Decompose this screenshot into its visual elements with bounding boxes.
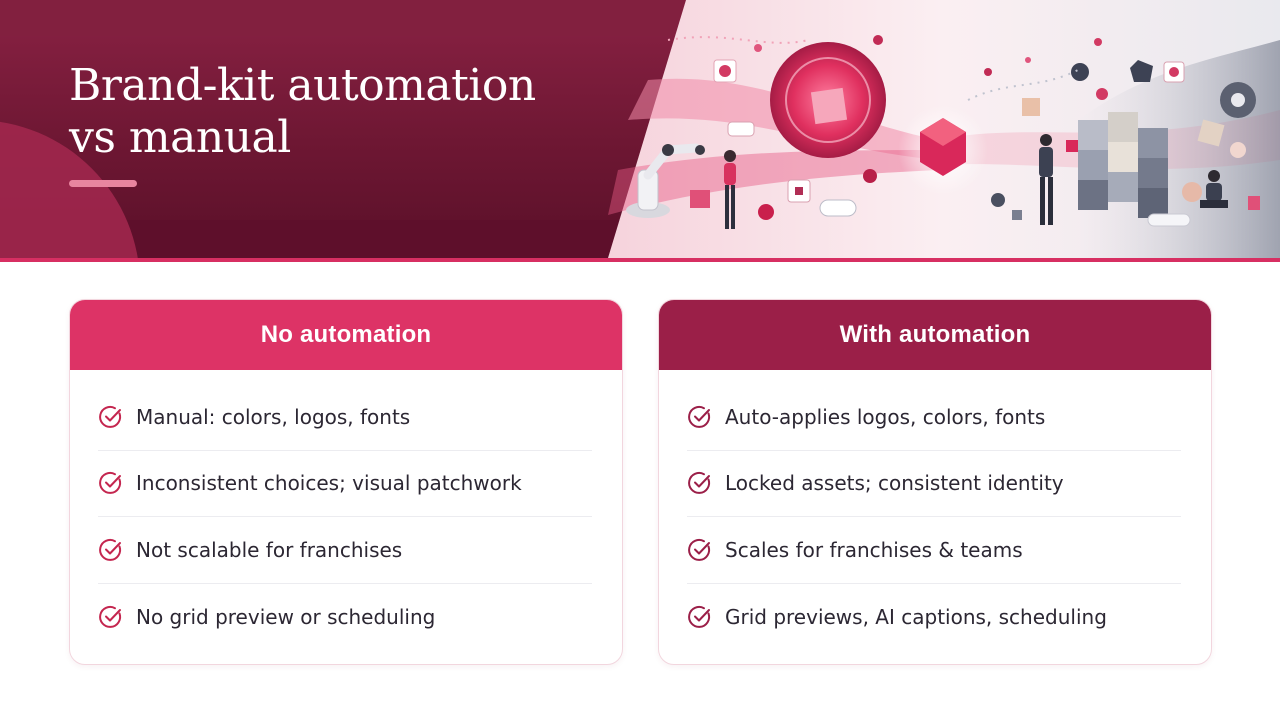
- check-circle-icon: [688, 405, 711, 428]
- slide-title-line-2: vs manual: [69, 112, 291, 163]
- check-circle-icon: [99, 472, 122, 495]
- list-item: Grid previews, AI captions, scheduling: [687, 584, 1181, 651]
- card-heading: With automation: [659, 300, 1211, 370]
- list-item: Locked assets; consistent identity: [687, 451, 1181, 517]
- list-item: No grid preview or scheduling: [98, 584, 592, 651]
- card-with-automation: With automation Auto-applies logos, colo…: [658, 299, 1212, 665]
- title-banner: Brand-kit automation vs manual: [0, 0, 1280, 258]
- card-item-list: Auto-applies logos, colors, fonts Locked…: [659, 370, 1211, 650]
- banner-bottom-rule: [0, 258, 1280, 262]
- check-circle-icon: [99, 538, 122, 561]
- list-item: Scales for franchises & teams: [687, 517, 1181, 584]
- list-item: Auto-applies logos, colors, fonts: [687, 384, 1181, 451]
- list-item-text: Not scalable for franchises: [136, 537, 403, 562]
- list-item-text: Inconsistent choices; visual patchwork: [136, 471, 522, 496]
- check-circle-icon: [99, 605, 122, 628]
- list-item-text: No grid preview or scheduling: [136, 604, 436, 629]
- check-circle-icon: [99, 405, 122, 428]
- list-item-text: Grid previews, AI captions, scheduling: [725, 604, 1107, 629]
- list-item-text: Scales for franchises & teams: [725, 537, 1023, 562]
- list-item-text: Locked assets; consistent identity: [725, 471, 1064, 496]
- slide-title: Brand-kit automation vs manual: [69, 60, 589, 164]
- check-circle-icon: [688, 538, 711, 561]
- card-no-automation: No automation Manual: colors, logos, fon…: [69, 299, 623, 665]
- list-item: Not scalable for franchises: [98, 517, 592, 584]
- card-heading: No automation: [70, 300, 622, 370]
- check-circle-icon: [688, 605, 711, 628]
- list-item-text: Auto-applies logos, colors, fonts: [725, 404, 1046, 429]
- card-item-list: Manual: colors, logos, fonts Inconsisten…: [70, 370, 622, 650]
- list-item: Inconsistent choices; visual patchwork: [98, 451, 592, 517]
- slide-title-line-1: Brand-kit automation: [69, 60, 536, 111]
- check-circle-icon: [688, 472, 711, 495]
- list-item-text: Manual: colors, logos, fonts: [136, 404, 411, 429]
- brand-automation-illustration: [608, 0, 1280, 258]
- banner-stripe-top: [0, 0, 700, 36]
- list-item: Manual: colors, logos, fonts: [98, 384, 592, 451]
- title-underline: [69, 180, 137, 187]
